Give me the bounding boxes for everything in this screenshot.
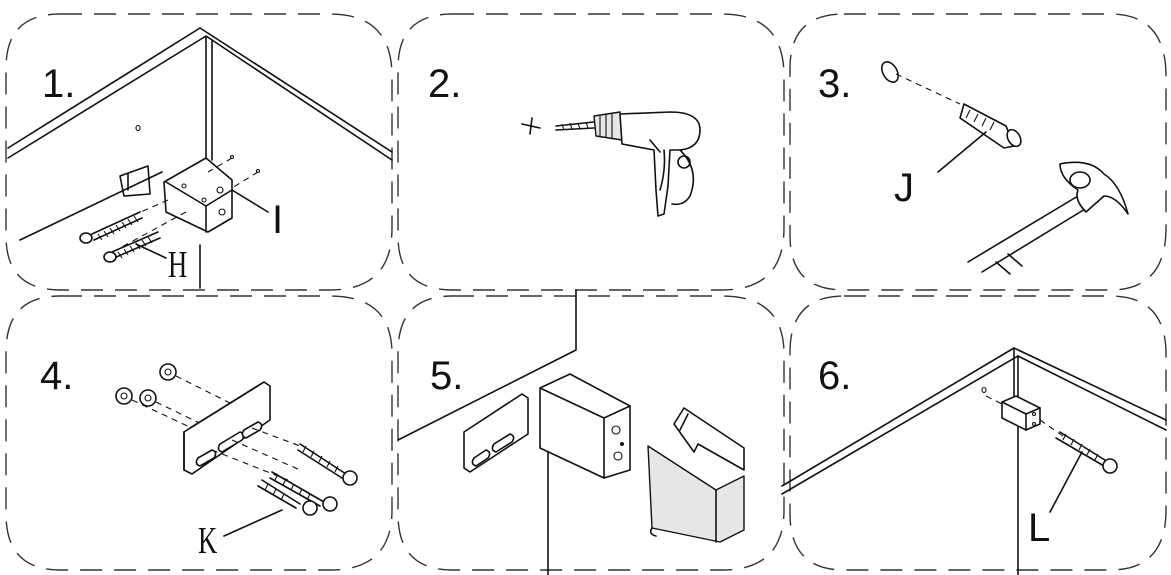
screw-icon bbox=[223, 443, 358, 537]
part-label-k: K bbox=[198, 520, 218, 562]
part-label-l: L bbox=[1028, 506, 1051, 550]
cabinet-corner-icon bbox=[397, 289, 577, 575]
mounting-bracket-icon bbox=[99, 154, 261, 249]
screw-icon bbox=[1049, 431, 1118, 513]
part-label-j: J bbox=[894, 166, 914, 210]
step-number: 2. bbox=[428, 62, 462, 106]
screw-icon bbox=[79, 189, 269, 263]
cover-cap-icon bbox=[647, 445, 745, 543]
step-number: 4. bbox=[40, 354, 74, 398]
part-label-h: H bbox=[168, 244, 188, 286]
wall-rail-icon bbox=[183, 381, 301, 481]
wall-rail-icon bbox=[463, 393, 529, 473]
washer-icon bbox=[115, 363, 233, 431]
mounting-bracket-icon bbox=[539, 373, 631, 479]
step-number: 6. bbox=[818, 354, 852, 398]
part-label-i: I bbox=[272, 198, 284, 242]
direction-arrow-icon bbox=[673, 407, 745, 471]
washer-icon bbox=[881, 61, 961, 105]
cabinet-corner-icon bbox=[7, 27, 393, 289]
wall-plug-icon bbox=[937, 103, 1022, 173]
electric-drill-icon bbox=[521, 111, 701, 217]
step-number: 3. bbox=[818, 62, 852, 106]
mounting-bracket-icon bbox=[985, 395, 1067, 439]
hammer-icon bbox=[967, 161, 1129, 275]
step-number: 5. bbox=[430, 354, 464, 398]
step-number: 1. bbox=[42, 62, 76, 106]
